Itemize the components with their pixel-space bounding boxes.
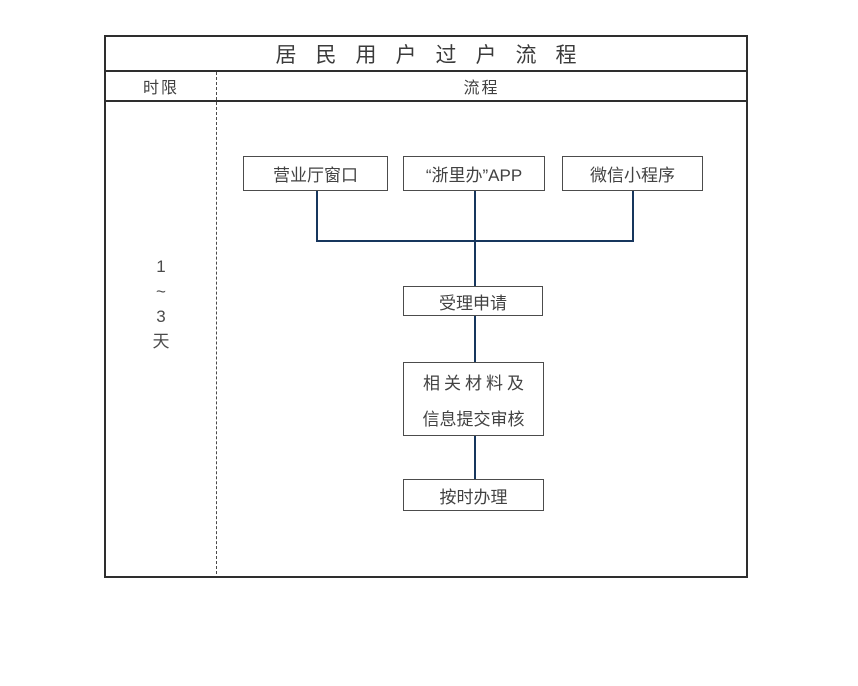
node-label-line1: 相关材料及: [423, 373, 528, 393]
title-row: 居民用户过户流程: [106, 37, 746, 72]
node-accept-application: 受理申请: [403, 286, 543, 316]
node-label: 受理申请: [439, 293, 507, 313]
connector-accept-to-review: [474, 316, 476, 362]
node-wechat-mini-program: 微信小程序: [562, 156, 703, 191]
connector-merge-bar: [316, 240, 634, 242]
node-label-line2: 信息提交审核: [422, 409, 525, 429]
time-limit-header-label: 时限: [142, 80, 179, 97]
node-label: 营业厅窗口: [273, 166, 358, 185]
node-zheliban-app: “浙里办”APP: [403, 156, 545, 191]
connector-entry2-down: [474, 191, 476, 286]
time-limit-value-3: 3: [156, 307, 166, 326]
connector-review-to-process: [474, 436, 476, 479]
header-cell-process: 流程: [217, 72, 746, 100]
node-label: 微信小程序: [590, 166, 675, 185]
node-label: “浙里办”APP: [425, 166, 523, 185]
flowchart-body: 1 ~ 3 天 营业厅窗口 “浙里办”APP 微信小程序 受理申请 相关材料及 …: [106, 102, 746, 574]
time-limit-unit-day: 天: [152, 332, 170, 351]
header-cell-time-limit: 时限: [106, 72, 217, 100]
node-process-on-time: 按时办理: [403, 479, 544, 511]
flowchart-frame: 居民用户过户流程 时限 流程 1 ~ 3 天 营业厅窗口 “浙里办”APP 微信…: [104, 35, 748, 578]
header-row: 时限 流程: [106, 72, 746, 102]
page-title: 居民用户过户流程: [275, 43, 596, 67]
time-limit-column: 1 ~ 3 天: [106, 102, 217, 574]
process-header-label: 流程: [463, 80, 500, 97]
node-label: 按时办理: [439, 487, 508, 507]
connector-entry1-down: [316, 191, 318, 242]
node-materials-review: 相关材料及 信息提交审核: [403, 362, 544, 436]
connector-entry3-down: [632, 191, 634, 242]
time-limit-tilde: ~: [156, 282, 166, 301]
time-limit-value-1: 1: [156, 257, 166, 276]
node-business-hall-window: 营业厅窗口: [243, 156, 388, 191]
